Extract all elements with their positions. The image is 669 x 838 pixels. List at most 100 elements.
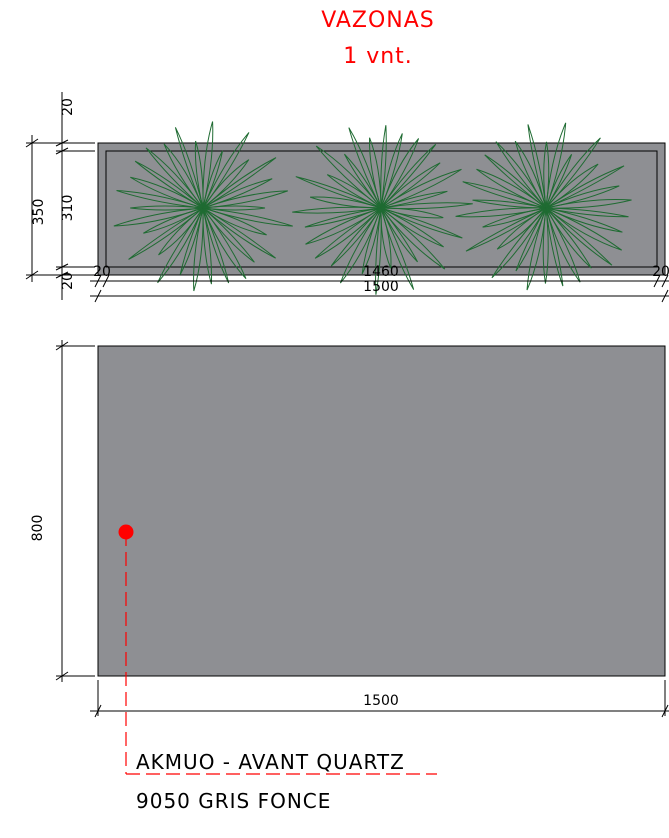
- plant-leaf: [202, 207, 267, 236]
- plant-leaf: [380, 207, 418, 263]
- plant-leaf: [545, 207, 623, 233]
- plant-leaf: [545, 207, 629, 218]
- planter-inner-outline: [105, 150, 658, 268]
- dim-tick: [55, 271, 69, 279]
- plant-leaf: [515, 207, 547, 272]
- plant-leaf: [202, 121, 214, 209]
- plant-leaf: [495, 141, 547, 209]
- material-line-2: 9050 GRIS FONCE: [136, 789, 331, 813]
- plant-leaf: [309, 196, 382, 209]
- plant-leaf: [179, 207, 204, 276]
- plant-leaf: [330, 207, 382, 267]
- plant-leaf: [369, 137, 382, 209]
- plant-leaf: [158, 207, 204, 256]
- plant-leaf: [202, 207, 293, 227]
- plant-leaf: [295, 176, 382, 209]
- plant-leaf: [128, 207, 204, 260]
- plant-leaf: [113, 207, 204, 227]
- plant-leaf: [202, 159, 250, 209]
- plant-leaf: [472, 199, 547, 209]
- dim-front-height: 800: [30, 515, 46, 542]
- dim-tick: [55, 139, 69, 147]
- plant-symbol: [292, 125, 473, 295]
- plant-leaf: [116, 190, 204, 209]
- plant-leaf: [545, 207, 564, 287]
- plant-leaf: [305, 207, 382, 245]
- plant-leaf: [545, 207, 623, 251]
- plant-leaf: [202, 150, 224, 209]
- plant-leaf: [545, 122, 567, 209]
- dim-tick: [94, 274, 102, 288]
- plant-leaf: [339, 207, 382, 284]
- plant-leaf: [545, 154, 573, 209]
- dim-tick: [94, 289, 102, 303]
- plant-leaf: [202, 207, 247, 280]
- plant-leaf: [380, 207, 463, 239]
- plant-leaf: [380, 207, 446, 270]
- front-view: 800 1500: [30, 340, 669, 718]
- plant-leaf: [527, 124, 547, 209]
- plant-leaf: [542, 207, 549, 284]
- plant-leaf: [375, 207, 382, 295]
- plant-leaf: [462, 181, 547, 209]
- dim-top-border: 20: [60, 98, 76, 116]
- dim-tick: [661, 289, 669, 303]
- plant-leaf: [194, 140, 204, 209]
- plant-leaf: [380, 190, 448, 209]
- plant-leaf: [202, 132, 250, 209]
- plant-leaf: [202, 157, 277, 209]
- dim-left-border: 20: [93, 264, 111, 280]
- plant-leaf: [174, 127, 204, 209]
- plant-leaf: [157, 207, 204, 284]
- plant-leaf: [292, 206, 382, 214]
- plant-symbol: [113, 121, 293, 292]
- material-marker-dot: [118, 524, 134, 540]
- plant-leaf: [304, 207, 382, 228]
- dim-tick: [653, 274, 661, 288]
- dim-tick: [661, 274, 669, 288]
- plant-leaf: [202, 190, 288, 209]
- dim-bottom-border: 20: [60, 272, 76, 290]
- plant-leaf: [476, 168, 547, 209]
- plant-leaf: [484, 154, 547, 209]
- plant-leaf: [134, 160, 204, 209]
- plant-leaf: [545, 137, 601, 209]
- plant-leaf: [545, 207, 613, 266]
- plant-leaf: [545, 207, 581, 283]
- dim-total-height: 350: [31, 199, 47, 226]
- dim-front-width: 1500: [363, 693, 399, 709]
- plant-leaf: [380, 207, 444, 248]
- plant-leaf: [348, 127, 382, 209]
- material-callout: AKMUO - AVANT QUARTZ 9050 GRIS FONCE: [118, 524, 437, 813]
- plant-leaf: [202, 207, 230, 284]
- plant-leaf: [314, 207, 382, 259]
- plant-leaf: [380, 125, 387, 209]
- plant-leaf: [343, 153, 382, 209]
- dim-right-border: 20: [652, 264, 669, 280]
- plant-leaf: [361, 207, 382, 275]
- plant-symbol: [455, 122, 632, 291]
- title-line-2: 1 vnt.: [343, 44, 413, 69]
- plant-leaf: [130, 176, 204, 209]
- plant-leaf: [193, 207, 204, 292]
- plant-leaf: [545, 207, 592, 269]
- plant-leaf: [202, 207, 255, 263]
- plant-leaf: [545, 185, 620, 209]
- plant-leaf: [545, 199, 632, 209]
- plants-group: [113, 121, 632, 295]
- plant-leaf: [526, 207, 547, 291]
- dim-total-width: 1500: [363, 279, 399, 295]
- plant-leaf: [202, 207, 276, 259]
- plant-leaf: [380, 202, 473, 210]
- title-line-1: VAZONAS: [321, 8, 435, 33]
- planter-front-face: [97, 345, 666, 677]
- dim-inner-height: 310: [60, 195, 76, 222]
- plant-leaf: [545, 163, 599, 209]
- plant-leaf: [202, 207, 213, 285]
- plant-leaf: [380, 138, 420, 209]
- material-line-1: AKMUO - AVANT QUARTZ: [136, 750, 405, 774]
- plant-leaf: [315, 145, 382, 209]
- plant-leaf: [380, 143, 437, 209]
- plant-leaf: [145, 147, 204, 209]
